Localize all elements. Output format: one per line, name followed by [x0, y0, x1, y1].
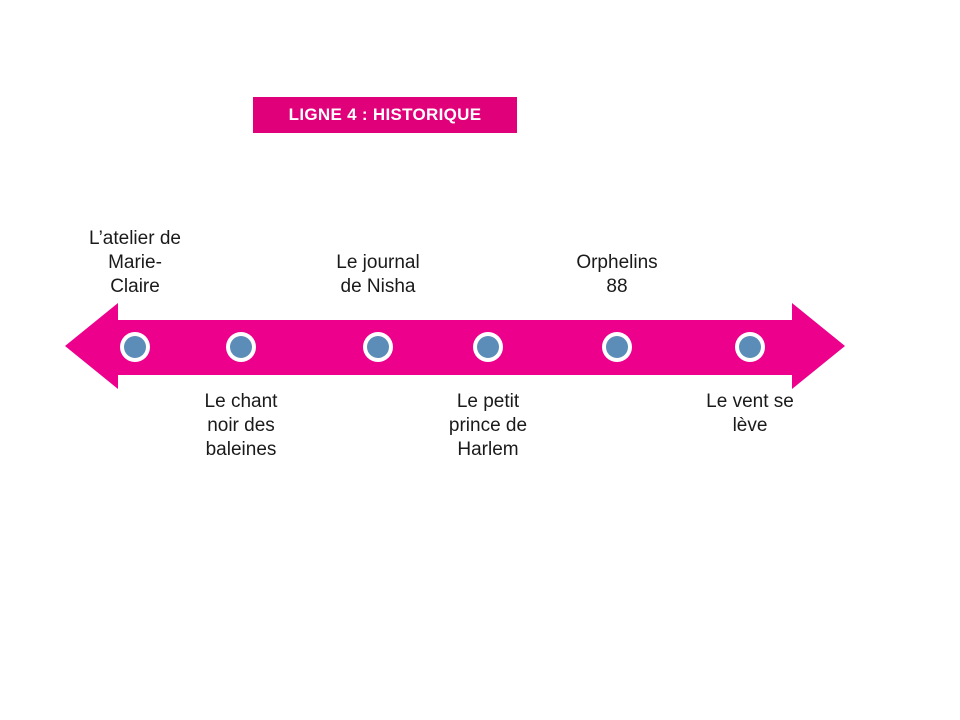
arrow-shape	[65, 303, 845, 389]
timeline-marker-dot	[606, 336, 628, 358]
timeline-label: L’atelier de Marie- Claire	[89, 228, 181, 297]
timeline-marker-dot	[367, 336, 389, 358]
timeline-marker[interactable]	[226, 332, 256, 362]
timeline-marker[interactable]	[120, 332, 150, 362]
timeline-marker[interactable]	[363, 332, 393, 362]
timeline-label: Le journal de Nisha	[336, 252, 420, 297]
timeline-marker-dot	[739, 336, 761, 358]
title-banner: LIGNE 4 : HISTORIQUE	[253, 97, 517, 133]
timeline-marker-dot	[124, 336, 146, 358]
timeline-label: Le chant noir des baleines	[204, 391, 278, 460]
timeline-label: Le petit prince de Harlem	[448, 391, 528, 460]
timeline-marker[interactable]	[473, 332, 503, 362]
timeline-arrow	[60, 298, 850, 398]
timeline-marker-dot	[230, 336, 252, 358]
timeline-marker-dot	[477, 336, 499, 358]
timeline-marker[interactable]	[735, 332, 765, 362]
timeline-label: Le vent se lève	[706, 391, 794, 436]
timeline-marker[interactable]	[602, 332, 632, 362]
page-title: LIGNE 4 : HISTORIQUE	[288, 105, 482, 124]
timeline-label: Orphelins 88	[576, 252, 658, 297]
